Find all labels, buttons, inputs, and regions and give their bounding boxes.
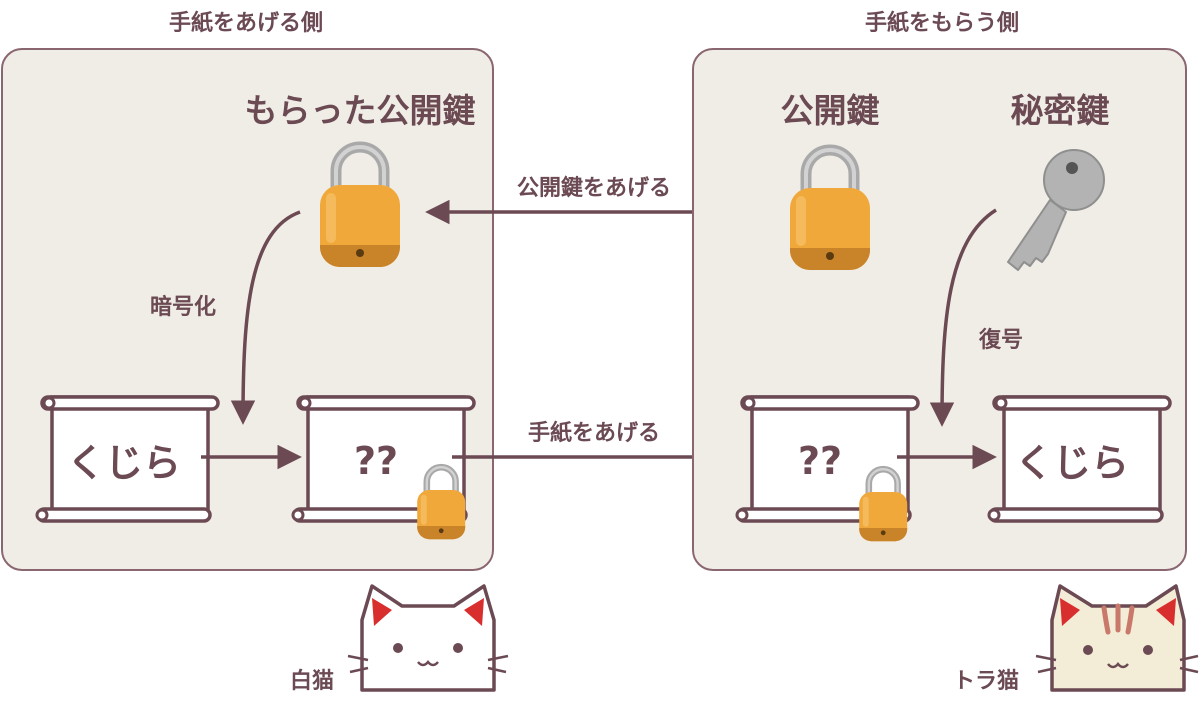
decrypt-label: 復号	[978, 327, 1023, 353]
give-public-key-label: 公開鍵をあげる	[517, 175, 671, 201]
receiver-plain-letter-text: くじら	[1015, 441, 1129, 485]
sender-plain-letter-text: くじら	[67, 441, 181, 485]
sender-public-key-label: もらった公開鍵	[245, 91, 476, 130]
sender-character-label: 白猫	[290, 668, 334, 694]
receiver-heading: 手紙をもらう側	[865, 10, 1019, 36]
encrypt-label: 暗号化	[150, 294, 216, 320]
receiver-public-key-label: 公開鍵	[781, 91, 880, 130]
tabby-cat-icon	[1035, 584, 1199, 692]
encrypt-arrow	[230, 210, 301, 425]
private-key-icon	[1007, 149, 1105, 271]
receiver-private-key-label: 秘密鍵	[1011, 91, 1110, 130]
sender-heading: 手紙をあげる側	[169, 10, 323, 36]
sender-cipher-letter-text: ??	[354, 439, 398, 483]
receiver-cipher-letter-text: ??	[798, 439, 842, 483]
white-cat-icon	[347, 584, 509, 692]
decrypt-arrow	[929, 208, 997, 427]
give-letter-label: 手紙をあげる	[528, 420, 660, 446]
receiver-character-label: トラ猫	[953, 669, 1019, 694]
